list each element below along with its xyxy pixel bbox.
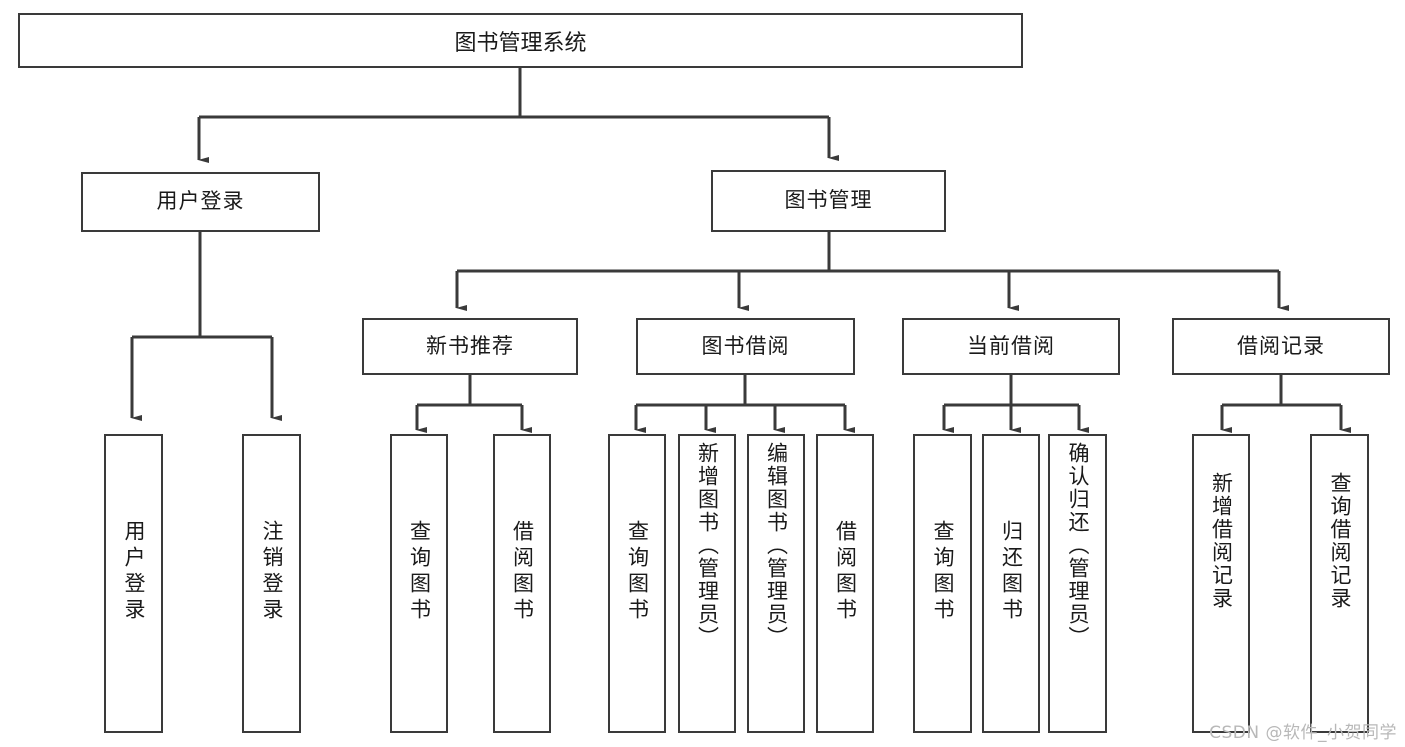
leaf-label: 查询图书 xyxy=(931,520,955,624)
node-label: 用户登录 xyxy=(156,189,245,214)
node-root-book-management-system[interactable]: 图书管理系统 xyxy=(18,13,1023,68)
leaf-borrow-record-add-record[interactable]: 新增借阅记录 xyxy=(1192,434,1250,733)
leaf-label: 注销登录 xyxy=(260,520,284,624)
leaf-current-borrow-query-book[interactable]: 查询图书 xyxy=(913,434,972,733)
leaf-user-login-signout[interactable]: 注销登录 xyxy=(242,434,301,733)
leaf-label: 确认归还（管理员） xyxy=(1066,442,1090,649)
csdn-watermark: CSDN @软件_小贺同学 xyxy=(1209,723,1397,743)
leaf-current-borrow-confirm-return-admin[interactable]: 确认归还（管理员） xyxy=(1048,434,1107,733)
node-label: 图书管理 xyxy=(784,188,873,213)
leaf-label: 归还图书 xyxy=(999,520,1024,624)
leaf-current-borrow-return-book[interactable]: 归还图书 xyxy=(982,434,1040,733)
node-current-borrow[interactable]: 当前借阅 xyxy=(902,318,1120,375)
leaf-borrow-record-query-record[interactable]: 查询借阅记录 xyxy=(1310,434,1369,733)
node-book-borrow[interactable]: 图书借阅 xyxy=(636,318,855,375)
leaf-new-book-query-book[interactable]: 查询图书 xyxy=(390,434,448,733)
leaf-new-book-borrow-book[interactable]: 借阅图书 xyxy=(493,434,551,733)
leaf-label: 查询图书 xyxy=(407,520,432,624)
leaf-book-borrow-query-book[interactable]: 查询图书 xyxy=(608,434,666,733)
node-label: 图书管理系统 xyxy=(454,30,587,56)
leaf-label: 查询图书 xyxy=(625,520,650,624)
leaf-label: 用户登录 xyxy=(122,520,146,624)
leaf-book-borrow-borrow-book[interactable]: 借阅图书 xyxy=(816,434,874,733)
leaf-book-borrow-edit-book-admin[interactable]: 编辑图书（管理员） xyxy=(747,434,805,733)
node-label: 当前借阅 xyxy=(967,333,1055,358)
leaf-label: 新增图书（管理员） xyxy=(695,442,720,649)
node-label: 图书借阅 xyxy=(701,333,790,358)
leaf-label: 查询借阅记录 xyxy=(1328,472,1352,610)
leaf-label: 借阅图书 xyxy=(510,520,535,624)
node-user-login[interactable]: 用户登录 xyxy=(81,172,320,232)
node-new-book-recommend[interactable]: 新书推荐 xyxy=(362,318,578,375)
node-label: 新书推荐 xyxy=(426,333,514,358)
node-book-management[interactable]: 图书管理 xyxy=(711,170,946,232)
leaf-book-borrow-add-book-admin[interactable]: 新增图书（管理员） xyxy=(678,434,736,733)
leaf-label: 新增借阅记录 xyxy=(1209,472,1234,610)
leaf-user-login-signin[interactable]: 用户登录 xyxy=(104,434,163,733)
node-label: 借阅记录 xyxy=(1237,333,1325,358)
node-borrow-record[interactable]: 借阅记录 xyxy=(1172,318,1390,375)
leaf-label: 借阅图书 xyxy=(833,520,858,624)
leaf-label: 编辑图书（管理员） xyxy=(764,442,789,649)
